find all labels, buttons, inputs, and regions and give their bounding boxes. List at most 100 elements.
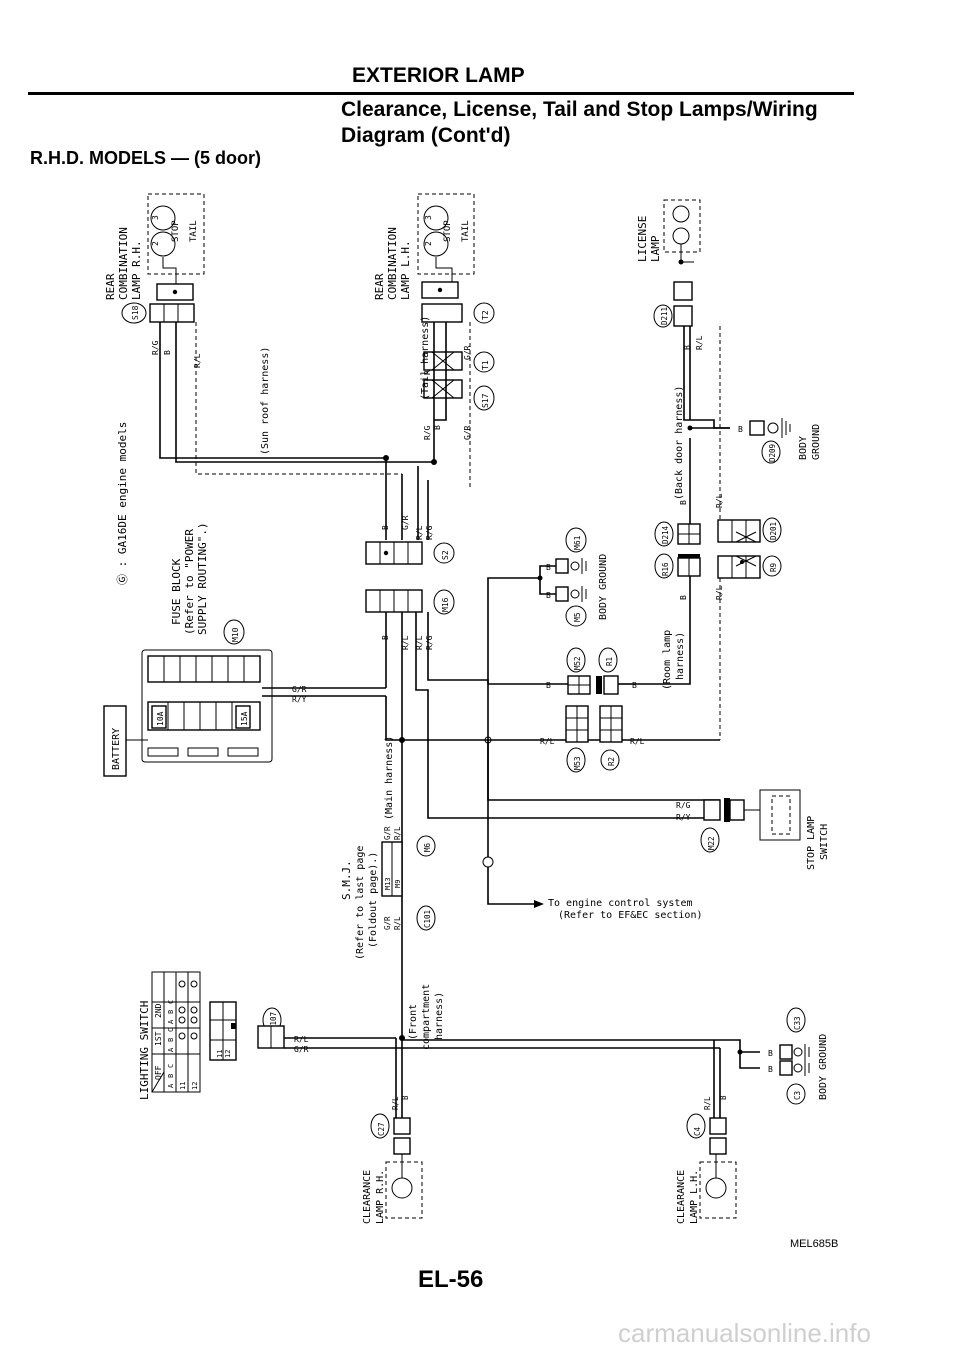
page-title-line-2: Diagram (Cont'd) xyxy=(341,124,511,147)
svg-text:B: B xyxy=(738,425,743,434)
fuse-block-outline xyxy=(141,649,273,763)
svg-text:STOP LAMP: STOP LAMP xyxy=(806,816,817,870)
svg-text:R/G: R/G xyxy=(151,340,160,355)
connector-s2-m16: S2 M16 B G/R R/L R/G B R/L R/L R/G xyxy=(365,515,720,1040)
svg-text:T1: T1 xyxy=(481,360,490,370)
svg-text:B: B xyxy=(768,1065,773,1074)
front-harness-label: (Front compartment harness) xyxy=(408,984,445,1050)
svg-text:LIGHTING SWITCH: LIGHTING SWITCH xyxy=(138,1001,151,1100)
svg-text:M61: M61 xyxy=(573,535,582,550)
svg-text:G/R: G/R xyxy=(383,916,392,930)
tail-bulb-lh-icon xyxy=(423,231,449,257)
battery-box xyxy=(103,705,127,777)
svg-text:S17: S17 xyxy=(481,393,490,408)
svg-text:R/G: R/G xyxy=(423,425,432,440)
rear-combo-rh-label-3: LAMP R.H. xyxy=(130,240,143,300)
connector-d211 xyxy=(673,305,693,327)
lighting-switch: LIGHTING SWITCH OFF 1ST 2ND A B C A B C … xyxy=(138,971,720,1100)
stop-lamp-switch: R/G R/Y M22 STOP LAMP SWITCH xyxy=(676,789,830,870)
svg-text:D201: D201 xyxy=(769,522,778,540)
svg-text:D214: D214 xyxy=(661,525,670,544)
svg-text:C4: C4 xyxy=(693,1126,702,1136)
svg-text:C3: C3 xyxy=(793,1091,802,1100)
svg-text:(Main harness): (Main harness) xyxy=(384,736,395,820)
svg-text:CLEARANCE: CLEARANCE xyxy=(362,1170,373,1224)
svg-text:TAIL: TAIL xyxy=(461,220,471,242)
svg-text:R/L: R/L xyxy=(703,1096,712,1110)
svg-text:C33: C33 xyxy=(793,1016,802,1030)
svg-text:12: 12 xyxy=(191,1082,199,1090)
svg-text:R9: R9 xyxy=(769,563,778,572)
connector-d201 xyxy=(717,519,761,543)
svg-text:BODY GROUND: BODY GROUND xyxy=(598,554,609,620)
svg-text:SWITCH: SWITCH xyxy=(819,824,830,860)
watermark: carmanualsonline.info xyxy=(618,1318,871,1348)
svg-text:R/Y: R/Y xyxy=(676,813,691,822)
svg-text:R1: R1 xyxy=(605,657,614,666)
svg-text:15A: 15A xyxy=(240,711,249,726)
svg-text:R/L: R/L xyxy=(193,353,202,368)
svg-text:B: B xyxy=(167,1038,175,1042)
svg-text:To engine control system: To engine control system xyxy=(548,898,693,909)
svg-text:SUPPLY ROUTING".): SUPPLY ROUTING".) xyxy=(196,522,209,635)
svg-text:G/R: G/R xyxy=(401,515,410,530)
svg-text:(Back door harness): (Back door harness) xyxy=(674,386,685,500)
svg-text:M6: M6 xyxy=(423,842,432,852)
license-bulb-1-icon xyxy=(672,205,690,223)
section-title: EXTERIOR LAMP xyxy=(352,64,525,87)
svg-text:S2: S2 xyxy=(441,550,450,560)
svg-text:LAMP L.H.: LAMP L.H. xyxy=(689,1170,700,1224)
svg-text:A: A xyxy=(167,1047,175,1052)
svg-text:B: B xyxy=(433,425,442,430)
svg-text:R/L: R/L xyxy=(391,1096,400,1110)
tail-bulb-icon xyxy=(150,231,176,257)
svg-text:B: B xyxy=(679,595,688,600)
svg-text:2ND: 2ND xyxy=(154,1003,163,1018)
svg-text:C: C xyxy=(167,1028,175,1032)
svg-text:11: 11 xyxy=(179,1082,187,1090)
svg-text:G/R: G/R xyxy=(463,345,472,360)
svg-text:3: 3 xyxy=(151,215,160,220)
tail-label-rh: TAIL xyxy=(189,220,199,242)
fuse-15a xyxy=(235,705,251,729)
svg-text:B: B xyxy=(632,681,637,690)
svg-text:R/L: R/L xyxy=(393,826,402,840)
svg-text:GROUND: GROUND xyxy=(811,424,822,460)
svg-text:M5: M5 xyxy=(573,612,582,622)
svg-text:G/R: G/R xyxy=(292,685,307,694)
svg-text:G/R: G/R xyxy=(383,826,392,840)
svg-text:2: 2 xyxy=(424,241,433,246)
tail-harness-label: (Tail harness) xyxy=(420,316,431,400)
svg-text:B: B xyxy=(768,1049,773,1058)
svg-text:OFF: OFF xyxy=(154,1065,163,1080)
svg-text:C: C xyxy=(167,1064,175,1068)
fuse-block-connector-top xyxy=(147,655,261,683)
svg-text:M22: M22 xyxy=(707,836,716,850)
model-subtitle: R.H.D. MODELS — (5 door) xyxy=(30,148,261,168)
svg-text:B: B xyxy=(546,591,551,600)
svg-text:(Refer to "POWER: (Refer to "POWER xyxy=(183,529,196,635)
svg-text:B: B xyxy=(679,500,688,505)
svg-text:C: C xyxy=(167,1000,175,1004)
svg-text:D209: D209 xyxy=(768,444,777,462)
rear-combo-rh-label-2: COMBINATION xyxy=(117,227,130,300)
clearance-lamp-rh: R/L B C27 CLEARANCE LAMP R.H. xyxy=(362,1038,423,1224)
license-bulb-2-icon xyxy=(672,227,690,245)
svg-text:STOP: STOP xyxy=(443,220,453,242)
svg-text:M13: M13 xyxy=(384,877,392,890)
svg-text:R16: R16 xyxy=(661,562,670,576)
svg-text:G/R: G/R xyxy=(294,1045,309,1054)
connector-t2 xyxy=(421,303,463,323)
svg-text:T2: T2 xyxy=(481,310,490,320)
header-rule xyxy=(28,92,854,95)
svg-text:B: B xyxy=(401,1095,410,1100)
svg-text:R/L: R/L xyxy=(630,737,645,746)
svg-text:BODY GROUND: BODY GROUND xyxy=(818,1034,829,1100)
smj-joint: (Main harness) S.M.J. (Refer to last pag… xyxy=(340,736,436,960)
stop-label-rh: STOP xyxy=(171,220,181,242)
svg-text:10A: 10A xyxy=(156,711,165,726)
svg-text:BATTERY: BATTERY xyxy=(111,728,122,770)
fuse-block: FUSE BLOCK (Refer to "POWER SUPPLY ROUTI… xyxy=(141,522,386,763)
svg-text:G/R: G/R xyxy=(463,425,472,440)
svg-text:D211: D211 xyxy=(660,307,669,325)
